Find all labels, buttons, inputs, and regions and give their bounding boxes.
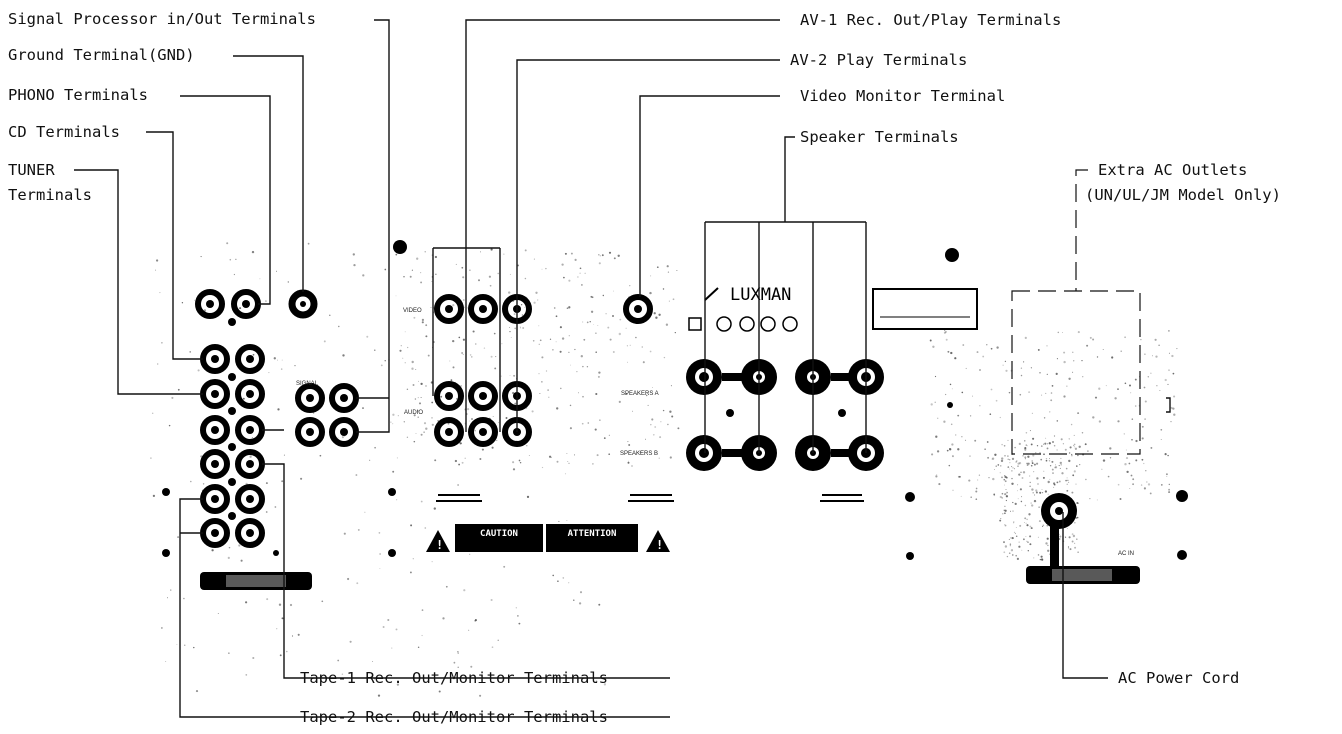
screw [162,549,170,557]
rubber-foot-right [1026,566,1140,584]
video-monitor-jack [623,294,653,324]
av1-terminals-label: AV-1 Rec. Out/Play Terminals [800,11,1061,29]
svg-text:!: ! [656,538,663,552]
svg-text:AUDIO: AUDIO [404,410,423,416]
tuner-terminals-label: TUNER [8,161,55,179]
rating-plate [872,288,978,330]
power-cord-grommet [1041,493,1077,572]
speaker-terminals-label: Speaker Terminals [800,128,959,146]
extra-ac-outlet-box [1011,290,1141,455]
panel-texture [150,241,1178,697]
signal-processor-jacks [295,383,359,447]
ground-terminal-label: Ground Terminal(GND) [8,46,195,64]
tape1-terminals-label: Tape-1 Rec. Out/Monitor Terminals [300,669,608,687]
jack-screws-left [228,318,236,520]
speaker-terminals-a [686,359,884,395]
extra-ac-outlets-label-line2: (UN/UL/JM Model Only) [1085,186,1281,204]
video-jacks-top [434,294,532,324]
svg-text:AC IN: AC IN [1118,551,1134,557]
tuner-jacks [200,379,265,409]
vent-slots [436,494,864,502]
ground-terminal [288,289,318,319]
tape2-terminals-label: Tape-2 Rec. Out/Monitor Terminals [300,708,608,726]
caution-label: ! CAUTION ATTENTION ! [426,524,670,552]
signal-processor-label: Signal Processor in/Out Terminals [8,10,316,28]
audio-jacks-av [434,381,532,447]
cd-jacks [200,344,265,374]
brand-logo: LUXMAN [704,285,791,305]
caution-text: CAUTION [480,529,518,539]
attention-text: ATTENTION [568,529,617,539]
video-monitor-label: Video Monitor Terminal [800,87,1005,105]
ac-power-cord-label: AC Power Cord [1118,669,1239,687]
extra-ac-outlets-label: Extra AC Outlets [1098,161,1247,179]
svg-text:SPEAKERS B: SPEAKERS B [620,451,658,457]
cert-marks [688,316,798,332]
left-jack-cluster [162,289,359,590]
svg-text:VIDEO: VIDEO [403,308,422,314]
cd-terminals-label: CD Terminals [8,123,120,141]
brand-text: LUXMAN [730,285,791,305]
panel-fine-print: VIDEO AUDIO SIGNAL SPEAKERS A SPEAKERS B… [296,308,1134,557]
svg-text:SIGNAL: SIGNAL [296,381,319,387]
svg-text:!: ! [436,538,443,552]
tuner-terminals-label-line2: Terminals [8,186,92,204]
av-jack-cluster: ! CAUTION ATTENTION ! [388,240,864,557]
leader-lines [74,19,1108,718]
screw [162,488,170,496]
speaker-cluster: LUXMAN [686,248,978,560]
svg-text:SPEAKERS A: SPEAKERS A [621,391,659,397]
phono-jacks [195,289,261,319]
ac-section [1011,290,1188,584]
screw [273,550,279,556]
av2-terminals-label: AV-2 Play Terminals [790,51,967,69]
speaker-terminals-b [686,435,884,471]
callout-labels: Signal Processor in/Out Terminals Ground… [8,10,1281,726]
phono-terminals-label: PHONO Terminals [8,86,148,104]
chassis-screw [945,248,959,262]
chassis-screw [393,240,407,254]
